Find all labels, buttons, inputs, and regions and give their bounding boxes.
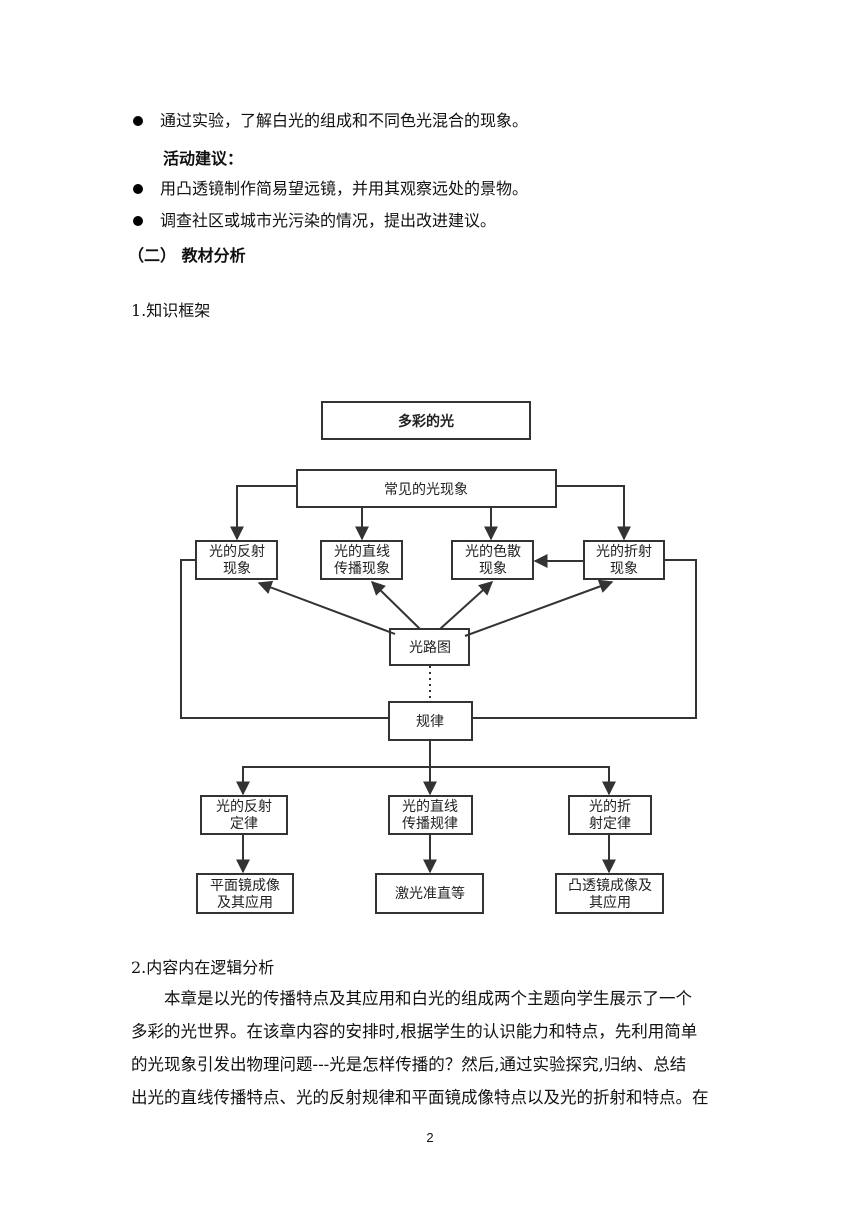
application-label: 其应用 bbox=[589, 894, 631, 911]
paragraph-line: 出光的直线传播特点、光的反射规律和平面镜成像特点以及光的折射和特点。在 bbox=[131, 1088, 709, 1107]
activity-item: 用凸透镜制作简易望远镜，并用其观察远处的景物。 bbox=[160, 179, 529, 198]
phenomenon-label: 光的色散 bbox=[465, 543, 521, 560]
phenomenon-label: 现象 bbox=[223, 561, 251, 577]
application-box-laser bbox=[375, 873, 484, 914]
law-item-label: 射定律 bbox=[589, 816, 631, 832]
phenomenon-label: 光的反射 bbox=[209, 544, 265, 560]
law-item-label: 光的折 bbox=[589, 799, 631, 815]
connector bbox=[464, 579, 614, 637]
phenomenon-label: 光的直线 bbox=[334, 543, 390, 560]
activity-item: 调查社区或城市光污染的情况，提出改进建议。 bbox=[160, 211, 497, 230]
law-box bbox=[388, 701, 473, 741]
common-label: 常见的光现象 bbox=[384, 482, 468, 498]
phenomenon-label: 光的折射 bbox=[596, 544, 652, 560]
phenomenon-label: 现象 bbox=[610, 561, 638, 577]
law-box-linear bbox=[388, 795, 473, 835]
light-path-box bbox=[389, 628, 470, 666]
section-heading: （二） 教材分析 bbox=[128, 246, 246, 265]
connector bbox=[230, 485, 297, 541]
phenomenon-label: 现象 bbox=[479, 561, 507, 577]
paragraph-line: 的光现象引发出物理问题---光是怎样传播的？然后,通过实验探究,归纳、总结 bbox=[131, 1055, 687, 1074]
application-label: 激光准直等 bbox=[395, 885, 465, 902]
common-box bbox=[296, 469, 557, 508]
connector bbox=[430, 766, 616, 796]
phenomenon-label: 传播现象 bbox=[334, 561, 390, 577]
law-item-label: 定律 bbox=[230, 816, 258, 832]
knowledge-framework-diagram: 多彩的光 常见的光现象 光的反射 现象 光的直线 传播现象 光的色散 现象 光的… bbox=[180, 401, 697, 914]
law-label: 规律 bbox=[416, 714, 444, 730]
connector bbox=[370, 581, 421, 630]
application-box-lens bbox=[555, 873, 664, 914]
bullet-dot bbox=[133, 184, 143, 194]
law-item-label: 光的直线 bbox=[402, 798, 458, 815]
connector bbox=[180, 559, 389, 719]
law-item-label: 传播规律 bbox=[402, 816, 458, 832]
paragraph-line: 多彩的光世界。在该章内容的安排时,根据学生的认识能力和特点，先利用简单 bbox=[131, 1022, 698, 1041]
application-label: 平面镜成像 bbox=[210, 878, 280, 894]
objective-item: 通过实验，了解白光的组成和不同色光混合的现象。 bbox=[160, 111, 529, 130]
root-box bbox=[321, 401, 531, 440]
application-label: 凸透镜成像及 bbox=[568, 878, 652, 894]
law-item-label: 光的反射 bbox=[216, 799, 272, 815]
connector bbox=[472, 559, 697, 719]
phenomenon-box-refraction bbox=[583, 540, 665, 580]
law-box-refraction bbox=[568, 795, 652, 835]
phenomenon-box-linear bbox=[320, 540, 403, 580]
bullet-dot bbox=[133, 116, 143, 126]
subsection-heading: 1.知识框架 bbox=[131, 301, 211, 320]
subsection-heading: 2.内容内在逻辑分析 bbox=[131, 958, 275, 977]
activities-heading: 活动建议： bbox=[163, 149, 244, 168]
analysis-paragraph: 本章是以光的传播特点及其应用和白光的组成两个主题向学生展示了一个 多彩的光世界。… bbox=[131, 982, 731, 1114]
bullet-dot bbox=[133, 216, 143, 226]
root-label: 多彩的光 bbox=[398, 413, 454, 430]
connector bbox=[439, 581, 494, 630]
connector bbox=[556, 485, 631, 541]
phenomenon-box-dispersion bbox=[451, 540, 534, 580]
light-path-label: 光路图 bbox=[409, 640, 451, 656]
connector bbox=[257, 580, 396, 635]
application-box-mirror bbox=[196, 873, 294, 914]
connector bbox=[236, 766, 430, 796]
paragraph-line: 本章是以光的传播特点及其应用和白光的组成两个主题向学生展示了一个 bbox=[164, 989, 692, 1008]
law-box-reflection bbox=[200, 795, 288, 835]
page-number: 2 bbox=[426, 1130, 434, 1145]
application-label: 及其应用 bbox=[217, 894, 273, 911]
